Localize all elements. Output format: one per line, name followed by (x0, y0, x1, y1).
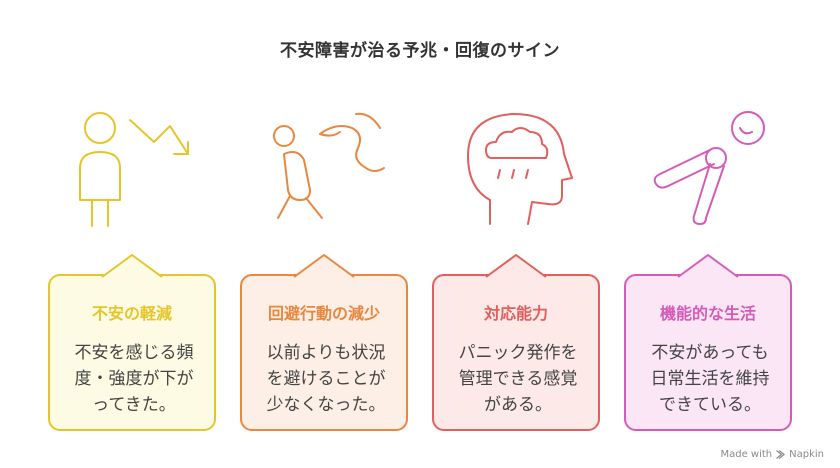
card-title: 不安の軽減 (91, 304, 172, 323)
card-avoidance-reduction: 回避行動の減少 以前よりも状況 を避けることが 少なくなった。 (240, 254, 408, 431)
card-notch (293, 254, 355, 278)
card-text: 不安を感じる頻 度・強度が下が ってきた。 (74, 343, 194, 415)
stretching-person-icon (653, 111, 765, 225)
card-anxiety-reduction: 不安の軽減 不安を感じる頻 度・強度が下が ってきた。 (48, 254, 216, 431)
card-notch (101, 254, 163, 278)
brand-label: Napkin (789, 449, 824, 460)
footer-branding: Made with Napkin (720, 449, 824, 460)
card-coping-ability: 対応能力 パニック発作を 管理できる感覚 がある。 (432, 254, 600, 431)
card-text: パニック発作を 管理できる感覚 がある。 (458, 343, 578, 415)
card-title: 対応能力 (483, 304, 548, 323)
card-notch (677, 254, 739, 278)
person-down-arrow-icon (79, 112, 189, 227)
card-functional-life: 機能的な生活 不安があっても 日常生活を維持 できている。 (624, 254, 792, 431)
head-raincloud-icon (467, 113, 573, 225)
card-text: 以前よりも状況 を避けることが 少なくなった。 (266, 343, 386, 415)
napkin-logo-icon (776, 450, 785, 459)
card-notch (485, 254, 547, 278)
page-title: 不安障害が治る予兆・回復のサイン (280, 41, 560, 61)
walking-person-icon (273, 112, 385, 219)
card-title: 回避行動の減少 (267, 304, 380, 323)
card-text: 不安があっても 日常生活を維持 できている。 (650, 343, 770, 415)
card-title: 機能的な生活 (659, 304, 756, 323)
made-with-label: Made with (720, 449, 773, 460)
